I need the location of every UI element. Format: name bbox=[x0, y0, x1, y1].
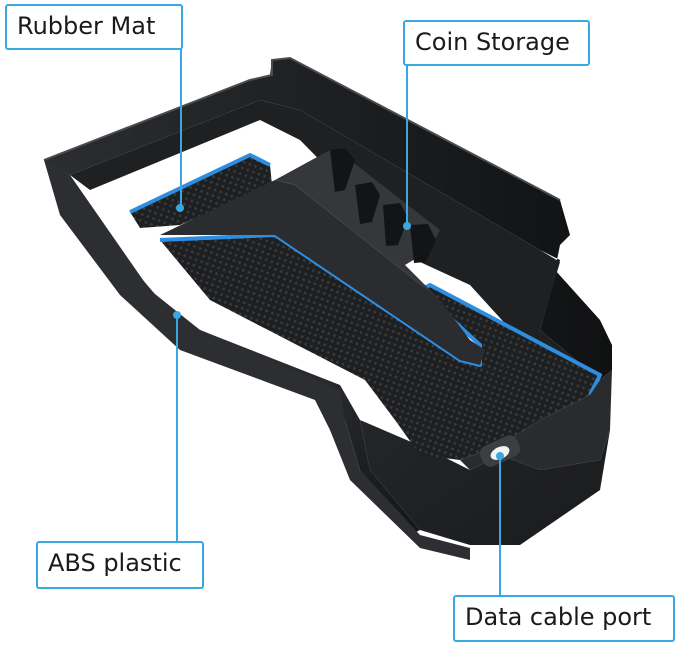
callout-rubber-mat: Rubber Mat bbox=[5, 4, 183, 50]
callout-coin-storage: Coin Storage bbox=[403, 20, 590, 66]
tray-right-front bbox=[460, 370, 612, 470]
callout-leaders bbox=[173, 48, 504, 595]
tray-rim bbox=[43, 56, 561, 201]
rubber-mat-upper bbox=[130, 155, 272, 228]
rubber-mat-main bbox=[160, 235, 600, 460]
center-divider-top bbox=[275, 150, 440, 300]
coin-storage-slots bbox=[330, 148, 436, 263]
callout-abs-plastic: ABS plastic bbox=[36, 541, 204, 589]
rubber-mat-trim-upper bbox=[129, 153, 271, 214]
center-divider bbox=[160, 180, 485, 365]
tray-side-face bbox=[44, 160, 470, 560]
callout-data-cable-port: Data cable port bbox=[453, 595, 675, 642]
tray-back-wall bbox=[44, 58, 612, 380]
tray-front-wall bbox=[44, 160, 610, 545]
